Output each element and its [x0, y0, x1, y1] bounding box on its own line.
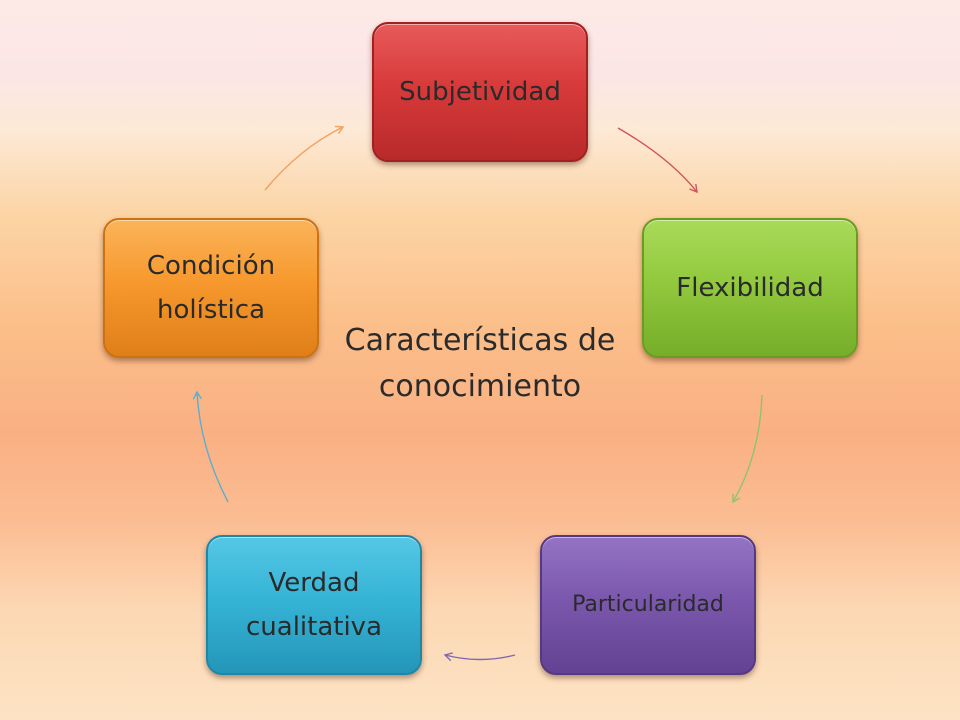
- node-flexibilidad: Flexibilidad: [642, 218, 858, 358]
- arrow-particularidad-to-verdad: [443, 652, 516, 662]
- node-label: Flexibilidad: [676, 273, 824, 303]
- center-title: Características de conocimiento: [300, 318, 660, 410]
- arrow-condicion-to-subjetividad: [264, 125, 345, 191]
- node-label-line2: cualitativa: [245, 612, 383, 642]
- center-title-line2: conocimiento: [378, 369, 582, 404]
- node-particularidad: Particularidad: [540, 535, 756, 675]
- node-label-line1: Verdad: [268, 568, 360, 598]
- center-title-line1: Características de: [344, 323, 616, 358]
- arrow-verdad-to-condicion: [192, 390, 229, 503]
- node-condicion-holistica: Condición holística: [103, 218, 319, 358]
- node-subjetividad: Subjetividad: [372, 22, 588, 162]
- node-label: Particularidad: [572, 592, 724, 617]
- arrow-subjetividad-to-flexibilidad: [617, 127, 698, 194]
- node-verdad-cualitativa: Verdad cualitativa: [206, 535, 422, 675]
- arrow-flexibilidad-to-particularidad: [732, 394, 763, 504]
- node-label-line1: Condición: [146, 251, 276, 281]
- node-label: Subjetividad: [399, 77, 561, 107]
- node-label-line2: holística: [156, 295, 266, 325]
